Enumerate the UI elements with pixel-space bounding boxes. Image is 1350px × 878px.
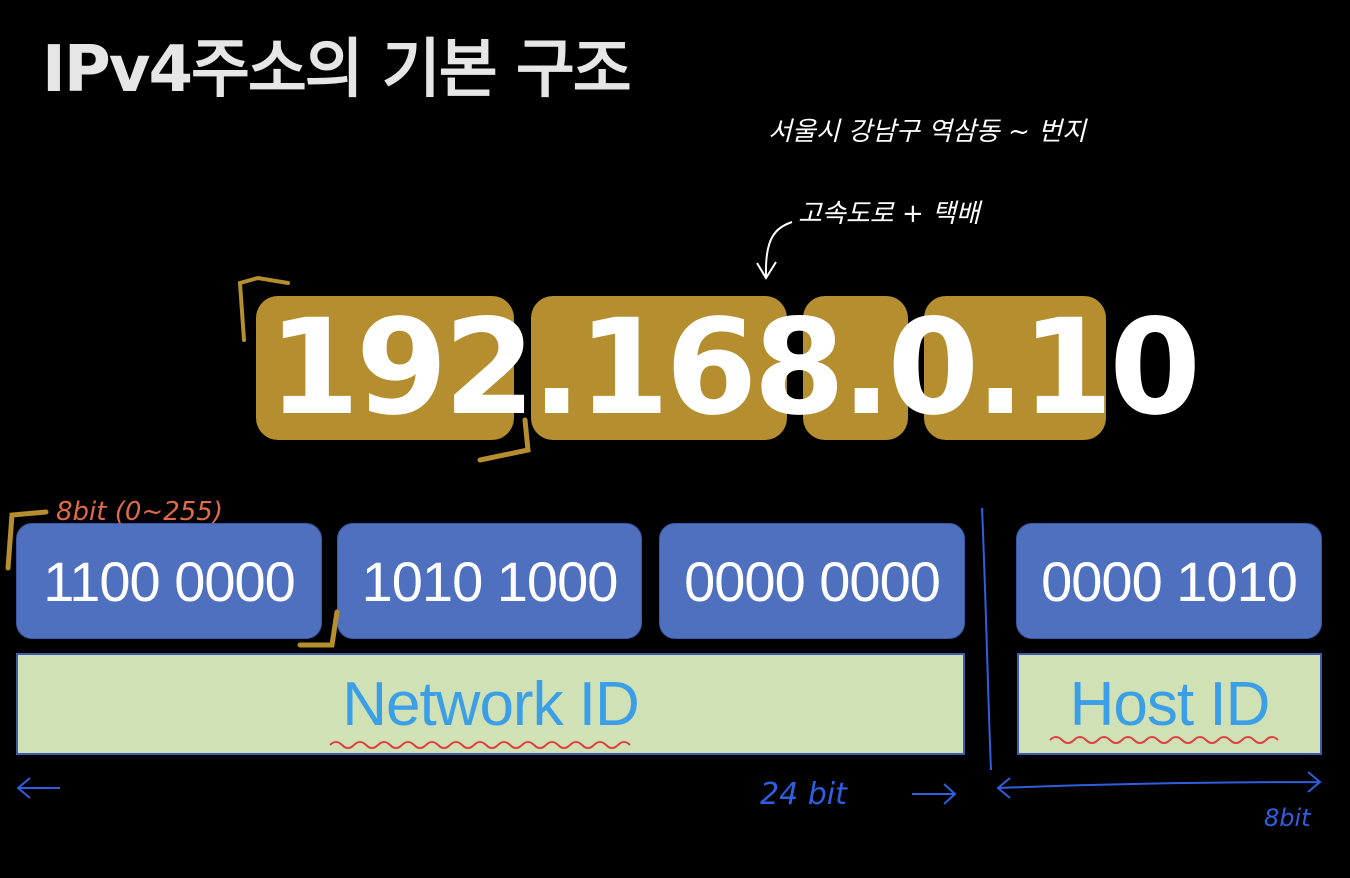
binary-octet-4: 0000 1010 <box>1016 523 1322 639</box>
network-id-underline <box>329 741 631 749</box>
ip-address: 192.168.0.10 <box>268 291 1201 445</box>
arrow-note-curve <box>764 221 793 277</box>
network-right-arrow <box>912 783 957 805</box>
octet-bracket-right <box>477 417 531 463</box>
octet-box-192 <box>256 296 514 440</box>
arrow-note-head <box>756 261 777 280</box>
binary-bracket-right <box>297 609 340 648</box>
binary-bracket-left <box>5 509 49 571</box>
page-title: IPv4주소의 기본 구조 <box>42 33 632 107</box>
network-id-box: Network ID <box>16 653 965 755</box>
address-note: 서울시 강남구 역삼동 ~ 번지 <box>768 117 1088 147</box>
host-id-underline <box>1049 736 1279 744</box>
binary-octet-3: 0000 0000 <box>659 523 965 639</box>
network-left-arrow <box>16 777 60 799</box>
octet-box-0 <box>803 296 908 440</box>
octet-box-168 <box>531 296 787 440</box>
network-id-label: Network ID <box>342 669 640 739</box>
binary-octet-1: 1100 0000 <box>16 523 322 639</box>
host-bits-arrow <box>996 771 1322 799</box>
octet-box-10 <box>924 296 1106 440</box>
network-bits-label: 24 bit <box>760 777 848 812</box>
network-host-divider <box>981 507 992 771</box>
arrow-note: 고속도로 + 택배 <box>798 199 983 229</box>
binary-octet-2: 1010 1000 <box>337 523 642 639</box>
octet-note: 8bit (0~255) <box>56 497 223 527</box>
host-id-label: Host ID <box>1069 669 1271 739</box>
octet-bracket-left <box>237 275 290 342</box>
host-bits-label: 8bit <box>1264 804 1312 832</box>
